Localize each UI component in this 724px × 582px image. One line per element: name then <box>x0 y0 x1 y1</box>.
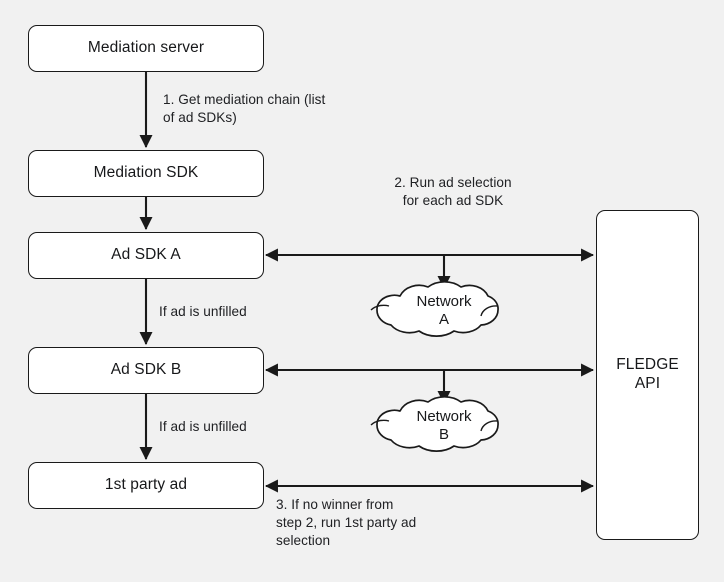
node-mediation-server-label: Mediation server <box>87 39 205 57</box>
node-ad-sdk-a-label: Ad SDK A <box>111 246 181 264</box>
node-ad-sdk-a[interactable]: Ad SDK A <box>28 232 264 279</box>
network-b-cloud-shape <box>376 396 499 452</box>
node-mediation-server[interactable]: Mediation server <box>28 25 264 72</box>
node-first-party-ad-label: 1st party ad <box>104 476 188 494</box>
network-a-cloud-shape <box>376 281 499 337</box>
node-fledge-api[interactable]: FLEDGE API <box>596 210 699 540</box>
edge-label-step3: 3. If no winner from step 2, run 1st par… <box>276 497 417 548</box>
network-b-cloud-detail <box>370 419 498 432</box>
edge-label-step2: 2. Run ad selection for each ad SDK <box>394 175 512 208</box>
node-mediation-sdk-label: Mediation SDK <box>93 164 199 182</box>
network-a-cloud-detail <box>370 304 498 317</box>
edge-label-unfilled-a: If ad is unfilled <box>159 304 247 319</box>
node-ad-sdk-b[interactable]: Ad SDK B <box>28 347 264 394</box>
edge-label-step1: 1. Get mediation chain (list of ad SDKs) <box>163 92 326 125</box>
node-ad-sdk-b-label: Ad SDK B <box>110 361 182 379</box>
node-fledge-api-label-line2: API <box>634 375 661 392</box>
node-fledge-api-label-line1: FLEDGE <box>616 356 679 374</box>
edge-label-unfilled-b: If ad is unfilled <box>159 419 247 434</box>
node-mediation-sdk[interactable]: Mediation SDK <box>28 150 264 197</box>
node-first-party-ad[interactable]: 1st party ad <box>28 462 264 509</box>
